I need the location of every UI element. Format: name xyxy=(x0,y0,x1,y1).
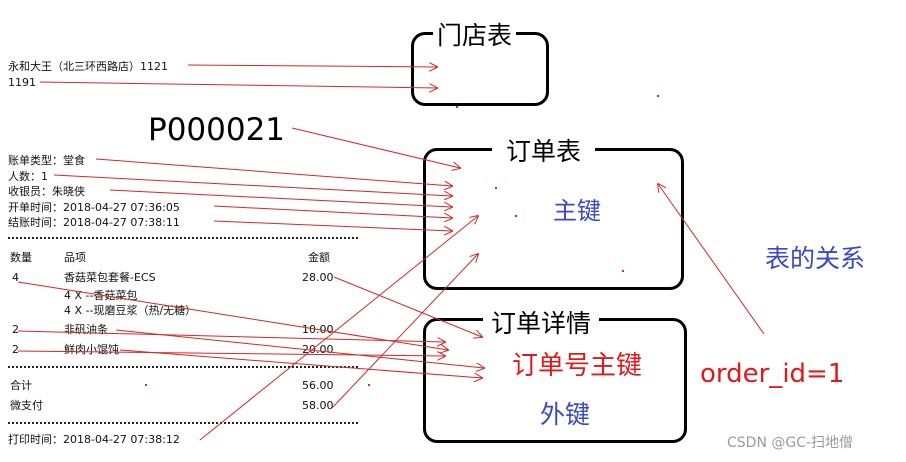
receipt-row-name: 4 X --香菇菜包 xyxy=(64,289,138,302)
stray-dot xyxy=(368,384,370,386)
receipt-divider xyxy=(8,366,358,368)
stray-dot xyxy=(622,270,624,272)
stray-dot xyxy=(456,106,458,108)
receipt-store-code: 1191 xyxy=(8,76,36,89)
stray-dot xyxy=(515,215,517,217)
receipt-row-amount: 20.00 xyxy=(302,343,334,356)
order-id-label: order_id=1 xyxy=(700,359,845,389)
arrow-store-name xyxy=(187,65,437,67)
order-primary-key-note: 主键 xyxy=(553,197,601,225)
receipt-divider xyxy=(8,422,358,424)
store-table-title: 门店表 xyxy=(433,22,517,50)
stray-dot xyxy=(657,95,659,97)
receipt-total-label: 合计 xyxy=(10,379,32,392)
receipt-row-name: 香菇菜包套餐-ECS xyxy=(64,271,156,284)
order-detail-pk-note: 订单号主键 xyxy=(512,351,643,381)
receipt-store-name: 永和大王（北三环西路店）1121 xyxy=(8,60,168,73)
arrow-close-time xyxy=(213,220,452,231)
arrow-open-time xyxy=(213,205,452,218)
receipt-row-qty: 2 xyxy=(12,343,19,356)
receipt-header-qty: 数量 xyxy=(10,251,32,264)
receipt-row-amount: 28.00 xyxy=(302,271,334,284)
arrow-bill-type xyxy=(95,158,452,186)
receipt-pay-label: 微支付 xyxy=(10,399,43,412)
receipt-open-time: 开单时间：2018-04-27 07:36:05 xyxy=(8,201,180,214)
arrow-people xyxy=(53,174,452,196)
order-number: P000021 xyxy=(148,112,286,148)
receipt-row-name: 非矾油条 xyxy=(64,323,108,336)
receipt-print-time: 打印时间：2018-04-27 07:38:12 xyxy=(8,433,180,446)
receipt-row-qty: 2 xyxy=(12,323,19,336)
relation-label: 表的关系 xyxy=(765,244,866,273)
receipt-row-qty: 4 xyxy=(12,271,19,284)
receipt-row-name: 鲜肉小馄饨 xyxy=(64,343,119,356)
receipt-header-item: 品项 xyxy=(64,251,86,264)
receipt-people: 人数：1 xyxy=(8,170,48,183)
receipt-bill-type: 账单类型：堂食 xyxy=(8,154,85,167)
receipt-cashier: 收银员：朱晓侠 xyxy=(8,185,85,198)
receipt-row-name: 4 X --现磨豆浆（热/无糖） xyxy=(64,304,197,317)
receipt-total-value: 56.00 xyxy=(302,379,334,392)
order-detail-title: 订单详情 xyxy=(483,310,600,338)
order-detail-fk-note: 外键 xyxy=(540,400,591,429)
receipt-pay-value: 58.00 xyxy=(302,399,334,412)
receipt-header-amount: 金额 xyxy=(308,251,330,264)
receipt-divider xyxy=(8,237,358,239)
order-table-title: 订单表 xyxy=(492,138,596,166)
receipt-row-amount: 10.00 xyxy=(302,323,334,336)
arrow-store-code xyxy=(39,81,437,88)
watermark: CSDN @GC-扫地僧 xyxy=(727,435,854,451)
stray-dot xyxy=(495,187,497,189)
receipt-close-time: 结账时间：2018-04-27 07:38:11 xyxy=(8,216,180,229)
stray-dot xyxy=(145,384,147,386)
